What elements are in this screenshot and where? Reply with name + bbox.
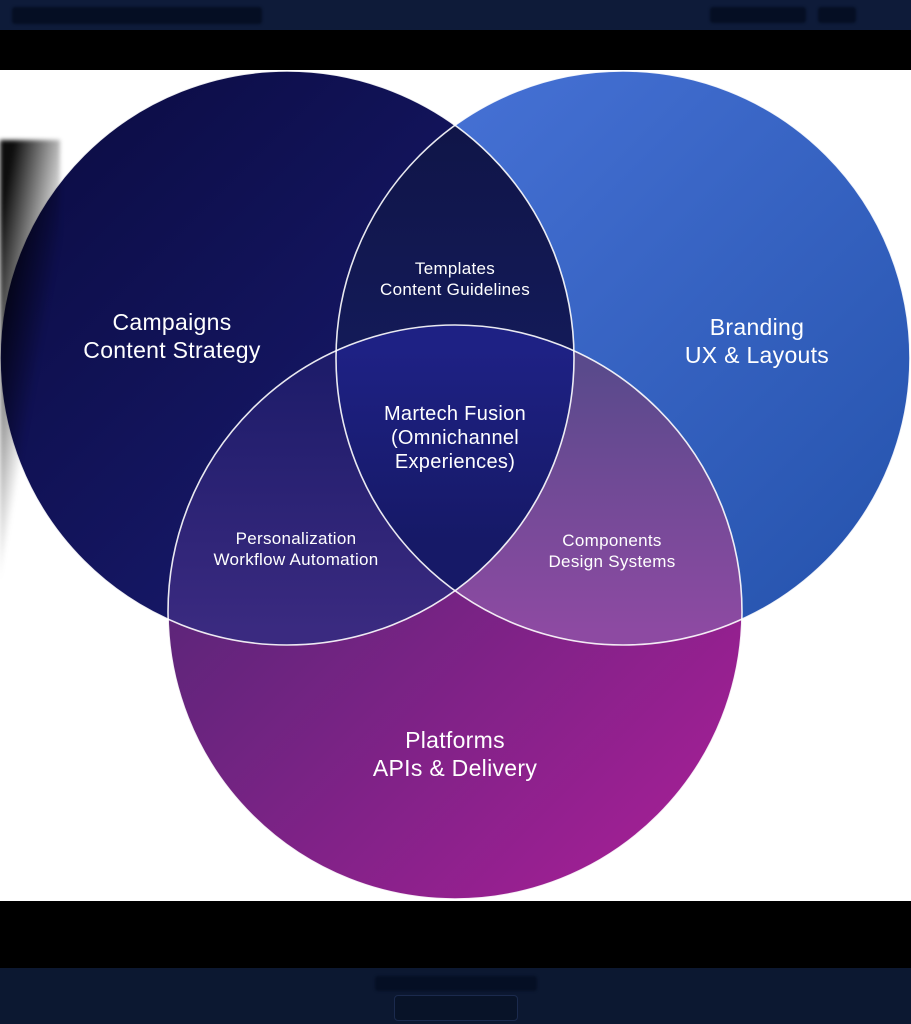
top-navigation-bar [0,0,911,30]
label-templates: Templates Content Guidelines [380,258,530,300]
label-line: (Omnichannel [390,427,520,449]
label-line: Experiences) [394,451,516,473]
footer-button[interactable] [393,995,518,1021]
topbar-logo-watermark [12,7,262,24]
circle-branding-outline [335,70,911,646]
label-line: Branding [709,314,805,340]
circle-campaigns-outline [0,70,575,646]
label-line: APIs & Delivery [372,755,538,781]
label-martech-fusion: Martech Fusion (Omnichannel Experiences) [384,402,526,474]
label-components: Components Design Systems [548,530,675,572]
bottom-black-band [0,901,911,968]
topbar-action-watermark [818,7,856,23]
label-line: UX & Layouts [684,342,830,368]
footer-bar [0,968,911,1024]
label-line: Components [562,531,662,550]
label-line: Personalization [235,529,357,548]
label-line: Campaigns [112,309,232,335]
label-line: Workflow Automation [213,550,379,569]
label-line: Templates [414,259,496,278]
label-campaigns: Campaigns Content Strategy [83,308,260,364]
footer-text-watermark [374,976,537,991]
label-line: Content Guidelines [380,280,530,299]
label-platforms: Platforms APIs & Delivery [373,726,537,782]
venn-svg [0,70,911,900]
top-black-band [0,30,911,70]
venn-diagram: Campaigns Content Strategy Branding UX &… [0,70,911,901]
label-line: Platforms [405,727,505,753]
circle-platforms-outline [167,324,743,900]
label-personalization: Personalization Workflow Automation [213,528,378,570]
label-line: Design Systems [548,552,676,571]
label-line: Content Strategy [83,337,261,363]
label-branding: Branding UX & Layouts [685,313,829,369]
label-line: Martech Fusion [383,403,527,425]
topbar-menu-watermark [710,7,806,23]
